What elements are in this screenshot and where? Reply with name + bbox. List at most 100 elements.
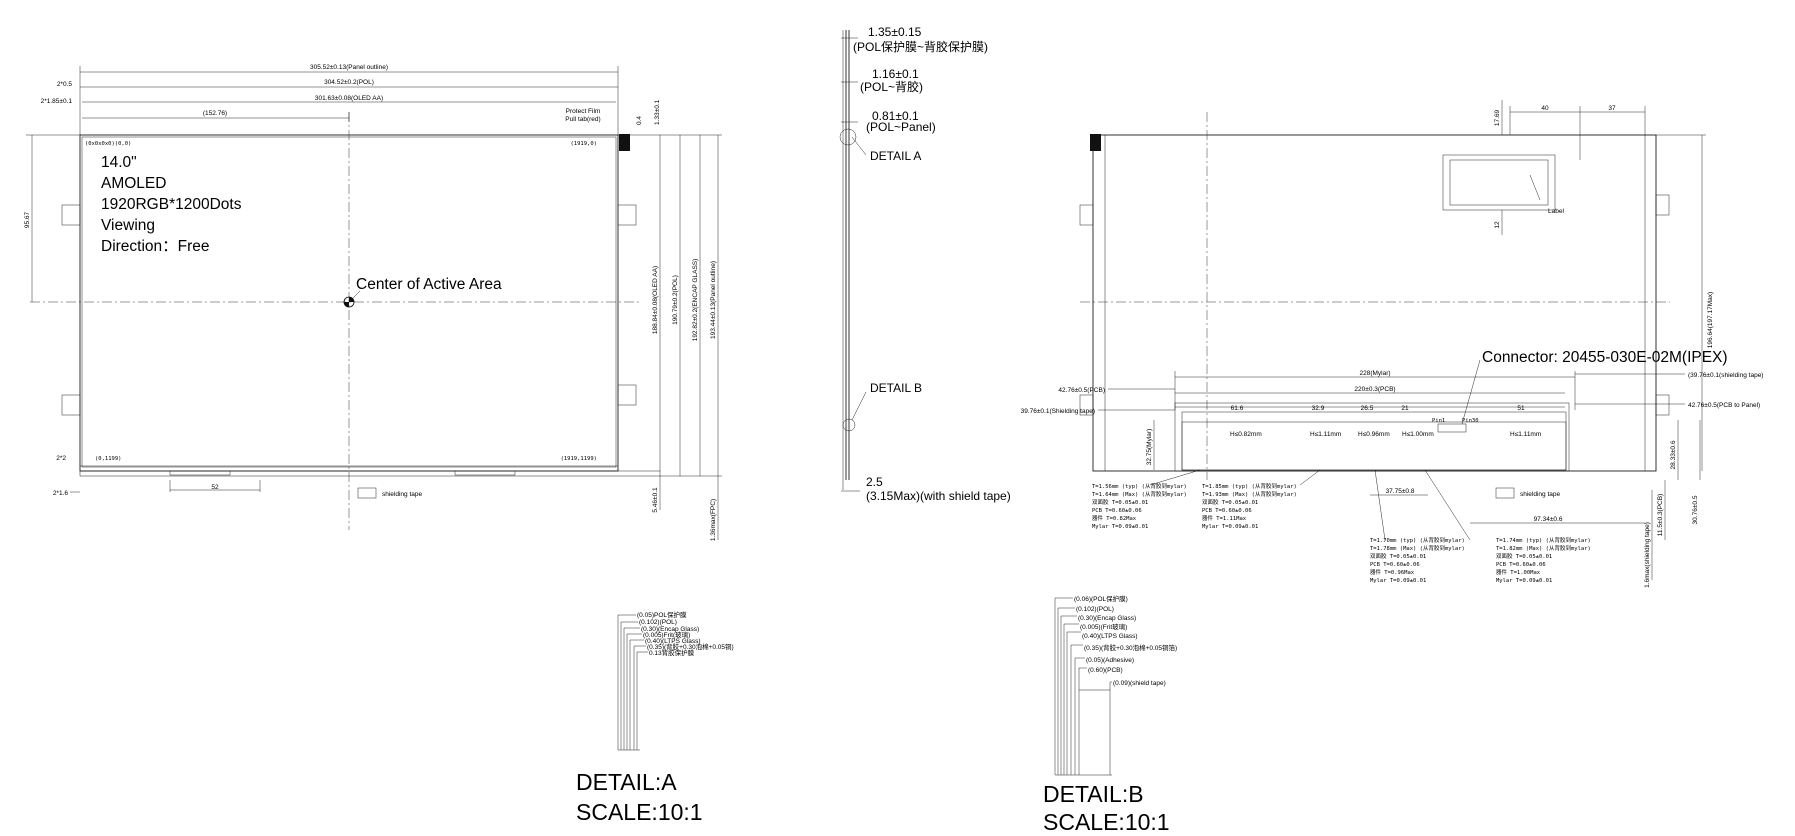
center-of-active-area-label: Center of Active Area xyxy=(356,276,502,293)
dim-right-136: 1.36max(FPC) xyxy=(710,499,717,541)
height-2: H≤1.11mm xyxy=(1310,431,1341,438)
svg-text:器件 T=1.00Max: 器件 T=1.00Max xyxy=(1496,568,1541,576)
info-resolution: 1920RGB*1200Dots xyxy=(101,196,242,213)
protect-film-tab xyxy=(619,134,630,151)
dim-right-546: 5.46±0.1 xyxy=(652,487,659,513)
pin30-label: Pin30 xyxy=(1462,418,1479,424)
dim-oled-aa-h: 188.84±0.08(OLED AA) xyxy=(652,266,659,334)
svg-text:T=1.74mm (typ) (从背胶到mylar): T=1.74mm (typ) (从背胶到mylar) xyxy=(1496,536,1591,544)
svg-text:T=1.93mm (Max) (从背胶到mylar): T=1.93mm (Max) (从背胶到mylar) xyxy=(1202,490,1297,498)
back-dim-shield-right: (39.76±0.1(shielding tape) xyxy=(1688,372,1763,379)
back-dim-16: 1.6max(shielding tape) xyxy=(1644,522,1651,588)
back-dim-40: 40 xyxy=(1541,105,1549,112)
svg-text:双面胶 T=0.05±0.01: 双面胶 T=0.05±0.01 xyxy=(1202,498,1258,506)
corner-br: (1919,1199) xyxy=(561,456,597,462)
back-seg-4: 21 xyxy=(1401,405,1409,412)
svg-text:Mylar T=0.09±0.01: Mylar T=0.09±0.01 xyxy=(1496,578,1552,584)
dim-bottom-22: 2*2 xyxy=(56,455,66,462)
info-direction: Direction：Free xyxy=(101,238,210,255)
height-5: H≤1.11mm xyxy=(1510,431,1541,438)
back-dim-1769: 17.69 xyxy=(1494,109,1501,126)
detail-b-layer-1: (0.06)(POL保护膜) xyxy=(1074,594,1128,603)
detail-b-scale: SCALE:10:1 xyxy=(1043,809,1170,835)
svg-text:T=1.82mm (Max) (从背胶到mylar): T=1.82mm (Max) (从背胶到mylar) xyxy=(1496,544,1591,552)
detail-b-title: DETAIL:B xyxy=(1043,781,1144,807)
back-dim-shield-left: 39.76±0.1(Shielding tape) xyxy=(1021,408,1095,415)
label-callout: Label xyxy=(1548,208,1564,215)
detail-b-layer-3: (0.30)(Encap Glass) xyxy=(1078,615,1136,622)
side-dim-4-sub: (3.15Max)(with shield tape) xyxy=(866,489,1011,503)
pull-tab-label: Pull tab(red) xyxy=(565,116,600,123)
side-view: 1.35±0.15 (POL保护膜~背胶保护膜) 1.16±0.1 (POL~背… xyxy=(839,25,1011,503)
note-4: T=1.74mm (typ) (从背胶到mylar) T=1.82mm (Max… xyxy=(1496,536,1591,584)
side-dim-1-sub: (POL保护膜~背胶保护膜) xyxy=(853,39,988,54)
fpc-tail xyxy=(79,470,661,477)
note-1: T=1.56mm (typ) (从背胶到mylar) T=1.64mm (Max… xyxy=(1092,482,1187,530)
note-3: T=1.70mm (typ) (从背胶到mylar) T=1.78mm (Max… xyxy=(1370,536,1465,584)
side-dim-2: 1.16±0.1 xyxy=(872,67,919,81)
detail-b: (0.06)(POL保护膜) (0.102)(POL) (0.30)(Encap… xyxy=(1043,594,1177,835)
back-dim-3076: 30.76±0.5 xyxy=(1692,495,1699,524)
dim-left-2: 2*0.5 xyxy=(57,81,73,88)
front-view: 305.52±0.13(Panel outline) 304.52±0.2(PO… xyxy=(24,64,722,541)
height-4: H≤1.00mm xyxy=(1402,431,1434,438)
dim-center-x: (152.76) xyxy=(203,110,227,117)
back-seg-5: 51 xyxy=(1517,405,1525,412)
back-dim-mylar: 228(Mylar) xyxy=(1359,370,1390,377)
side-dim-2-sub: (POL~背胶) xyxy=(860,79,923,94)
back-shielding-tape-label: shielding tape xyxy=(1520,491,1560,498)
back-dim-mylar-h: 32.75(Mylar) xyxy=(1146,429,1153,465)
dim-bottom-216: 2*1.6 xyxy=(53,490,69,497)
back-seg-1: 61.6 xyxy=(1231,405,1244,412)
corner-tl: (0x0x0x0)(0,0) xyxy=(85,141,131,147)
dim-left-185: 2*1.85±0.1 xyxy=(41,98,73,105)
protect-film-label: Protect Film xyxy=(566,108,601,115)
detail-b-callout: DETAIL B xyxy=(870,381,922,395)
detail-b-layer-9: (0.09)(shield tape) xyxy=(1113,680,1166,687)
detail-b-layer-4: (0.005)(Frit玻璃) xyxy=(1080,622,1127,631)
dim-pol-h: 190.79±0.2(POL) xyxy=(672,275,679,325)
detail-b-layer-8: (0.60)(PCB) xyxy=(1088,667,1123,674)
svg-text:Mylar T=0.09±0.01: Mylar T=0.09±0.01 xyxy=(1370,578,1426,584)
back-dim-12: 12 xyxy=(1494,221,1501,229)
detail-a-callout: DETAIL A xyxy=(870,149,921,163)
detail-b-layer-6: (0.35)(背胶+0.30泡棉+0.05铜箔) xyxy=(1084,643,1177,652)
detail-a-layer-5: (0.40)(LTPS Glass) xyxy=(645,638,701,645)
side-dim-3-sub: (POL~Panel) xyxy=(866,120,936,134)
dim-encap-h: 192.82±0.2(ENCAP GLASS) xyxy=(692,259,699,342)
back-seg-2: 32.9 xyxy=(1312,405,1325,412)
dim-bottom-52: 52 xyxy=(211,484,219,491)
info-viewing: Viewing xyxy=(101,217,155,234)
back-dim-pcb-right: 42.76±0.5(PCB to Panel) xyxy=(1688,402,1760,409)
svg-text:PCB T=0.60±0.06: PCB T=0.60±0.06 xyxy=(1202,508,1252,514)
height-1: H≤0.82mm xyxy=(1230,431,1262,438)
svg-text:T=1.85mm (typ) (从背胶到mylar): T=1.85mm (typ) (从背胶到mylar) xyxy=(1202,482,1297,490)
svg-text:PCB T=0.60±0.06: PCB T=0.60±0.06 xyxy=(1496,562,1546,568)
back-dim-pcb: 220±0.3(PCB) xyxy=(1354,386,1395,393)
pin1-label: Pin1 xyxy=(1432,418,1445,424)
side-dim-3: 0.81±0.1 xyxy=(872,109,919,123)
dim-pol-w: 304.52±0.2(POL) xyxy=(324,79,374,86)
info-type: AMOLED xyxy=(101,175,166,192)
detail-a-layer-1: (0.05)POL保护膜 xyxy=(637,610,687,619)
svg-text:双面胶 T=0.05±0.01: 双面胶 T=0.05±0.01 xyxy=(1370,552,1426,560)
back-seg-3: 26.5 xyxy=(1361,405,1374,412)
dim-panel-h: 193.44±0.13(Panel outline) xyxy=(710,261,717,339)
connector-callout: Connector: 20455-030E-02M(IPEX) xyxy=(1482,349,1728,366)
svg-text:T=1.70mm (typ) (从背胶到mylar): T=1.70mm (typ) (从背胶到mylar) xyxy=(1370,536,1465,544)
detail-a-layer-4: (0.005)Frit(玻璃) xyxy=(643,630,690,639)
detail-a-layer-7: 0.13背胶保护膜 xyxy=(649,648,695,657)
svg-text:器件 T=0.96Max: 器件 T=0.96Max xyxy=(1370,568,1415,576)
svg-text:T=1.78mm (Max) (从背胶到mylar): T=1.78mm (Max) (从背胶到mylar) xyxy=(1370,544,1465,552)
back-dim-total: 196.64(197.17Max) xyxy=(1707,292,1714,348)
back-view: Label 40 37 17.69 12 196.64(197.17Max) 2… xyxy=(1021,100,1763,588)
dim-top-133: 1.33±0.1 xyxy=(654,99,661,125)
back-dim-37: 37 xyxy=(1608,105,1616,112)
height-3: H≤0.96mm xyxy=(1358,431,1390,438)
svg-text:Mylar T=0.09±0.01: Mylar T=0.09±0.01 xyxy=(1092,524,1148,530)
back-dim-pcb-left: 42.76±0.5(PCB) xyxy=(1058,387,1105,394)
svg-text:双面胶 T=0.05±0.01: 双面胶 T=0.05±0.01 xyxy=(1496,552,1552,560)
detail-a-layer-3: (0.30)(Encap Glass) xyxy=(641,626,699,633)
detail-a-scale: SCALE:10:1 xyxy=(576,799,703,825)
